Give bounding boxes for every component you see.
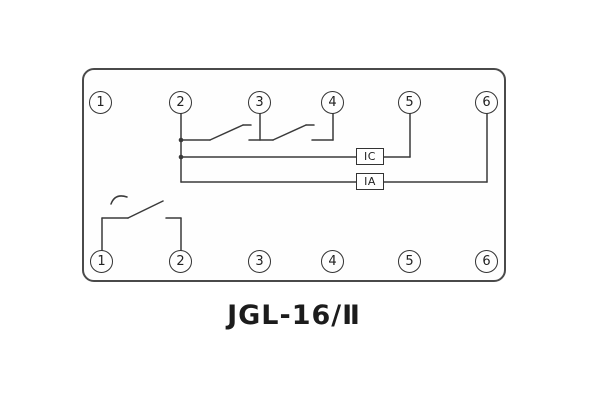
terminal-top-5: 5 — [398, 91, 421, 114]
terminal-top-3: 3 — [248, 91, 271, 114]
terminal-bottom-1: 1 — [90, 250, 113, 273]
relay-element-box-ia: IA — [356, 173, 384, 190]
relay-panel-outline — [82, 68, 506, 282]
terminal-bottom-3: 3 — [248, 250, 271, 273]
terminal-top-1: 1 — [89, 91, 112, 114]
terminal-top-6: 6 — [475, 91, 498, 114]
relay-element-box-ic: IC — [356, 148, 384, 165]
terminal-bottom-2: 2 — [169, 250, 192, 273]
contact-switch-icon — [272, 124, 307, 141]
terminal-top-4: 4 — [321, 91, 344, 114]
contact-switch-icon — [127, 200, 164, 219]
terminal-top-2: 2 — [169, 91, 192, 114]
contact-switch-icon — [209, 124, 244, 141]
terminal-bottom-6: 6 — [475, 250, 498, 273]
terminal-bottom-4: 4 — [321, 250, 344, 273]
terminal-bottom-5: 5 — [398, 250, 421, 273]
actuator-mark-icon — [110, 195, 128, 205]
model-title: JGL-16/Ⅱ — [227, 300, 361, 331]
junction-dot — [178, 137, 184, 143]
junction-dot — [178, 154, 184, 160]
